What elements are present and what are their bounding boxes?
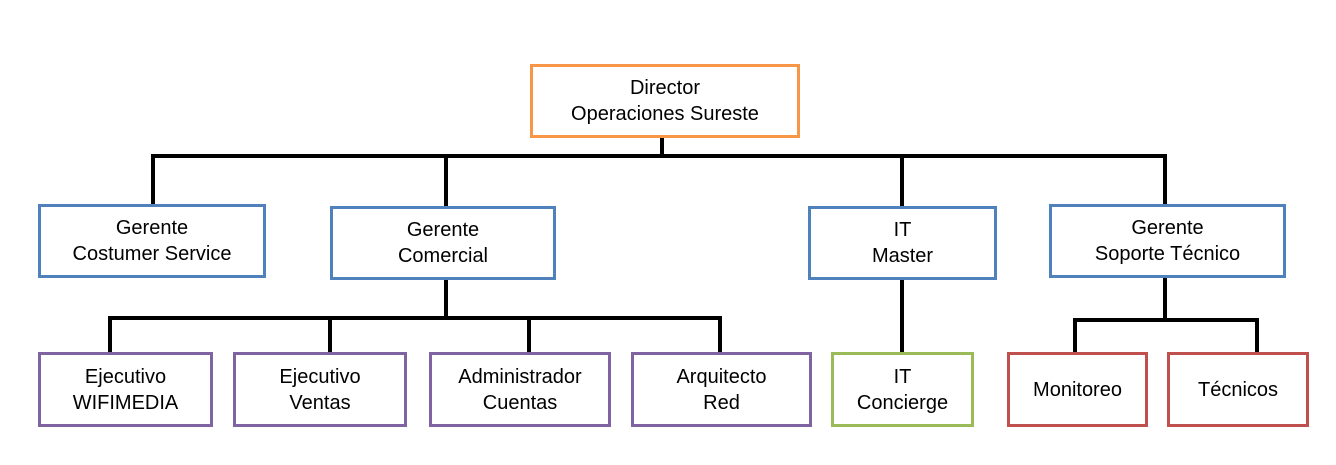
node-it-concierge: IT Concierge: [831, 352, 974, 427]
node-administrador-cuentas: Administrador Cuentas: [429, 352, 611, 427]
node-it-master: IT Master: [808, 206, 997, 280]
node-line-2: Cuentas: [482, 391, 558, 414]
node-director-operaciones-sureste: Director Operaciones Sureste: [530, 64, 800, 138]
node-gerente-costumer-service: Gerente Costumer Service: [38, 204, 266, 278]
node-line-2: Operaciones Sureste: [571, 103, 759, 125]
node-line-2: WIFIMEDIA: [72, 391, 179, 414]
node-line-1: Gerente: [406, 219, 480, 241]
node-line-1: Gerente: [1131, 217, 1204, 239]
node-line-2: Soporte Técnico: [1094, 243, 1241, 265]
node-arquitecto-red: Arquitecto Red: [631, 352, 812, 427]
node-line-2: Red: [703, 391, 740, 414]
node-line-1: Director: [629, 77, 700, 99]
node-line-1: IT: [893, 365, 912, 388]
node-line-2: Costumer Service: [72, 243, 232, 265]
node-tecnicos: Técnicos: [1167, 352, 1309, 427]
node-line-1: Administrador: [458, 365, 582, 388]
node-line-2: Ventas: [289, 391, 351, 414]
node-line-2: Comercial: [397, 245, 489, 267]
node-line-2: Concierge: [856, 391, 949, 414]
node-monitoreo: Monitoreo: [1007, 352, 1148, 427]
node-line-1: Ejecutivo: [279, 365, 361, 388]
node-label: Técnicos: [1197, 378, 1279, 401]
node-gerente-comercial: Gerente Comercial: [330, 206, 556, 280]
node-ejecutivo-wifimedia: Ejecutivo WIFIMEDIA: [38, 352, 213, 427]
node-label: Monitoreo: [1033, 378, 1122, 401]
node-line-1: Gerente: [115, 217, 189, 239]
node-line-1: Arquitecto: [676, 365, 767, 388]
node-line-1: IT: [893, 219, 912, 241]
node-gerente-soporte-tecnico: Gerente Soporte Técnico: [1049, 204, 1286, 278]
node-ejecutivo-ventas: Ejecutivo Ventas: [233, 352, 407, 427]
node-line-1: Ejecutivo: [84, 365, 167, 388]
node-line-2: Master: [871, 245, 934, 267]
